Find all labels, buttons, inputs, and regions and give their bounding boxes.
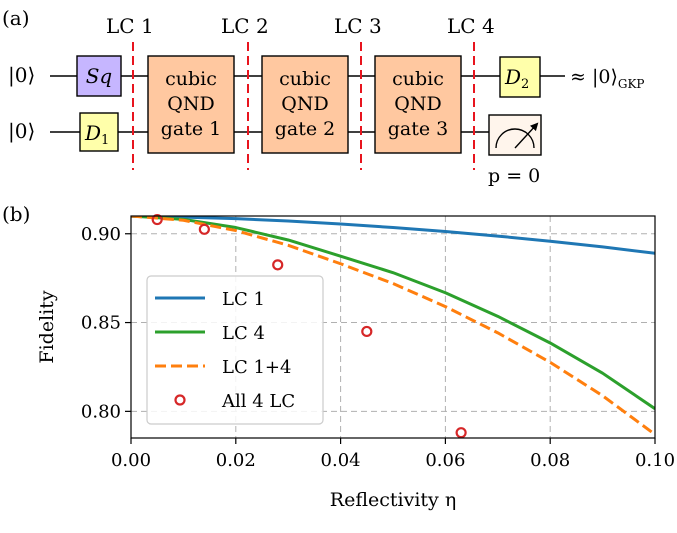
x-axis-label: Reflectivity η	[330, 489, 456, 511]
displacement-d2-box	[499, 56, 541, 98]
homodyne-measurement-box	[488, 114, 542, 156]
input-ket-top: |0⟩	[8, 63, 35, 88]
series-all-4-lc-point	[151, 213, 163, 226]
series-all-4-lc-point	[455, 427, 467, 439]
x-tick-label: 0.00	[111, 450, 151, 471]
displacement-d2-label: D2	[504, 65, 529, 92]
qnd-gate-3-line2: QND	[394, 93, 441, 115]
x-tick-label: 0.08	[530, 450, 570, 471]
output-state: ≈ |0⟩GKP	[570, 66, 645, 91]
series-all-4-lc-point	[361, 325, 373, 338]
legend-entry-lc-1-4-label: LC 1+4	[222, 357, 291, 378]
legend-entry-all-4-lc-swatch	[174, 394, 186, 406]
displacement-d1-label: D1	[84, 121, 109, 148]
panel-b-label: (b)	[2, 202, 30, 226]
qnd-gate-1-line1: cubic	[165, 68, 217, 90]
panel-a: (a) LC 1 LC 2 LC 3 LC 4 |0⟩ |0⟩ Sq D1 cu…	[2, 6, 645, 187]
meter-dial-icon	[495, 128, 535, 149]
x-tick-label: 0.02	[216, 450, 256, 471]
series-all-4-lc-point	[198, 223, 210, 235]
qnd-gate-3-box	[374, 55, 462, 154]
qnd-gate-3-line1: cubic	[392, 68, 444, 90]
plot-ticks: 0.00 0.02 0.04 0.06 0.08 0.10 0.80 0.85 0.90	[81, 224, 675, 471]
x-tick-label: 0.10	[635, 450, 675, 471]
fidelity-plot: 0.00 0.02 0.04 0.06 0.08 0.10 0.80 0.85 0.90 LC …	[36, 213, 675, 511]
y-tick-label: 0.80	[81, 401, 121, 422]
series-lc-1-line	[131, 216, 655, 255]
lc-label-2: LC 2	[221, 14, 269, 38]
legend-entry-lc-4-label: LC 4	[222, 323, 265, 344]
qnd-gate-1-box	[147, 55, 235, 154]
series-lc-4-line	[131, 216, 655, 410]
y-tick-label: 0.85	[81, 313, 121, 334]
lc-label-4: LC 4	[447, 14, 495, 38]
series-all-4-lc-point	[272, 259, 284, 271]
qnd-gate-2-line2: QND	[281, 93, 328, 115]
series-lc-1-4-line	[131, 216, 655, 436]
y-tick-label: 0.90	[81, 224, 121, 245]
qnd-gate-2-line3: gate 2	[275, 118, 336, 140]
input-ket-bottom: |0⟩	[8, 119, 35, 144]
qnd-gate-2-line1: cubic	[279, 68, 331, 90]
x-tick-label: 0.06	[425, 450, 465, 471]
lc-label-3: LC 3	[334, 14, 382, 38]
qnd-gate-2-box	[261, 55, 349, 154]
displacement-d1-box	[79, 112, 119, 152]
squeezer-box	[76, 55, 122, 97]
qnd-gate-1-line3: gate 1	[161, 118, 222, 140]
legend-entry-all-4-lc-label: All 4 LC	[221, 391, 295, 412]
plot-series	[131, 213, 655, 439]
meter-needle-icon	[514, 122, 539, 149]
panel-a-label: (a)	[2, 6, 30, 30]
qnd-gate-1-line2: QND	[167, 93, 214, 115]
measurement-result-label: p = 0	[488, 165, 540, 187]
plot-frame	[130, 215, 656, 439]
legend-entry-lc-1-label: LC 1	[222, 289, 265, 310]
x-tick-label: 0.04	[321, 450, 361, 471]
legend-box	[146, 275, 324, 425]
squeezer-label: Sq	[86, 64, 113, 88]
lc-label-1: LC 1	[106, 14, 154, 38]
panel-b: (b) 0.00 0.02 0.04 0.06 0.08 0.10 0.80 0.85 0.90…	[2, 202, 675, 511]
qnd-gate-3-line3: gate 3	[388, 118, 449, 140]
y-axis-label: Fidelity	[36, 290, 58, 363]
